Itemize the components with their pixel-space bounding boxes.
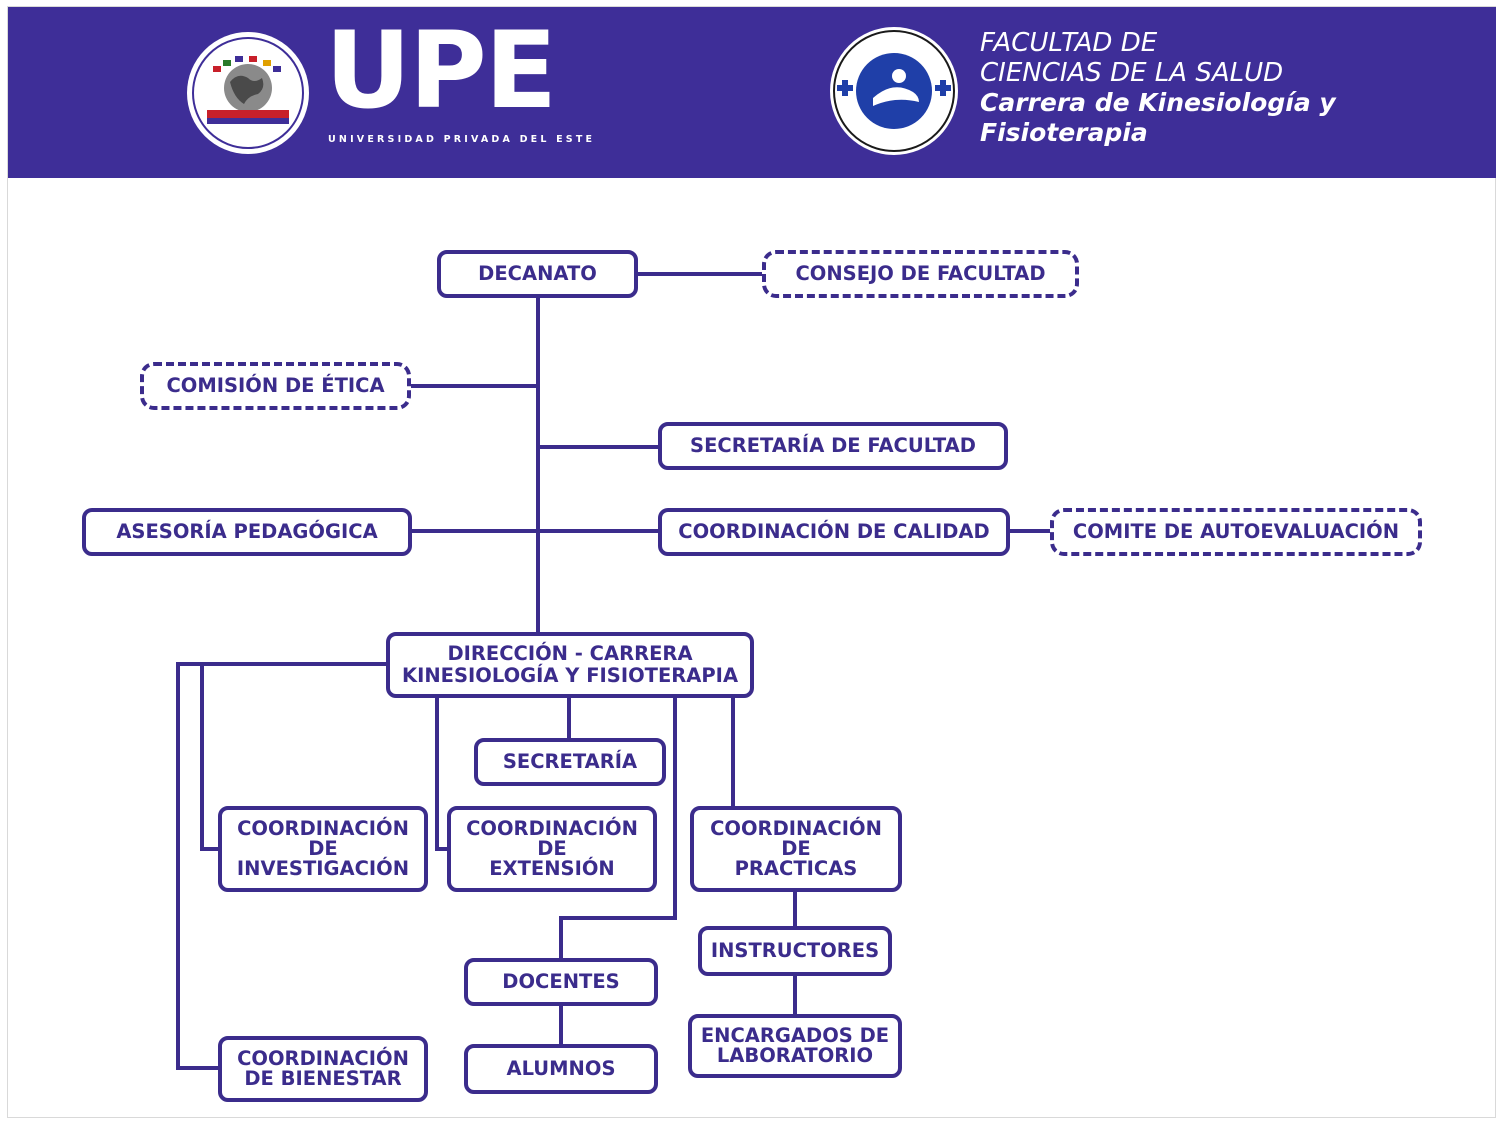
box-coordinacion-extension: COORDINACIÓN DE EXTENSIÓN bbox=[447, 806, 657, 892]
university-name: UNIVERSIDAD PRIVADA DEL ESTE bbox=[328, 134, 596, 145]
upe-wordmark: UPE bbox=[325, 9, 557, 132]
career-line-2: Fisioterapia bbox=[980, 118, 1148, 147]
page-frame bbox=[7, 6, 1496, 1118]
box-coordinacion-calidad: COORDINACIÓN DE CALIDAD bbox=[658, 508, 1010, 556]
box-coordinacion-practicas: COORDINACIÓN DE PRACTICAS bbox=[690, 806, 902, 892]
faculty-title-block: FACULTAD DE CIENCIAS DE LA SALUD Carrera… bbox=[980, 28, 1336, 148]
box-comite-autoevaluacion: COMITE DE AUTOEVALUACIÓN bbox=[1050, 508, 1422, 556]
career-line-1: Carrera de Kinesiología y bbox=[980, 88, 1336, 117]
connector-docentes bbox=[559, 694, 677, 962]
box-comision-etica: COMISIÓN DE ÉTICA bbox=[140, 362, 411, 410]
box-secretaria-facultad: SECRETARÍA DE FACULTAD bbox=[658, 422, 1008, 470]
box-instructores: INSTRUCTORES bbox=[698, 926, 892, 976]
upe-seal-logo bbox=[187, 32, 309, 154]
box-alumnos: ALUMNOS bbox=[464, 1044, 658, 1094]
box-decanato: DECANATO bbox=[437, 250, 638, 298]
box-encargados-laboratorio: ENCARGADOS DE LABORATORIO bbox=[688, 1014, 902, 1078]
connector-bienestar bbox=[176, 662, 390, 1070]
box-coordinacion-investigacion: COORDINACIÓN DE INVESTIGACIÓN bbox=[218, 806, 428, 892]
box-asesoria-pedagogica: ASESORÍA PEDAGÓGICA bbox=[82, 508, 412, 556]
box-docentes: DOCENTES bbox=[464, 958, 658, 1006]
faculty-line-2: CIENCIAS DE LA SALUD bbox=[980, 58, 1284, 88]
connector-investigacion bbox=[200, 662, 222, 851]
box-coordinacion-bienestar: COORDINACIÓN DE BIENESTAR bbox=[218, 1036, 428, 1102]
box-secretaria: SECRETARÍA bbox=[474, 738, 666, 786]
faculty-line-1: FACULTAD DE bbox=[980, 28, 1158, 58]
faculty-seal-logo bbox=[830, 27, 958, 155]
box-consejo-facultad: CONSEJO DE FACULTAD bbox=[762, 250, 1079, 298]
box-direccion-carrera: DIRECCIÓN - CARRERA KINESIOLOGÍA Y FISIO… bbox=[386, 632, 754, 698]
connector-extension bbox=[435, 694, 451, 851]
